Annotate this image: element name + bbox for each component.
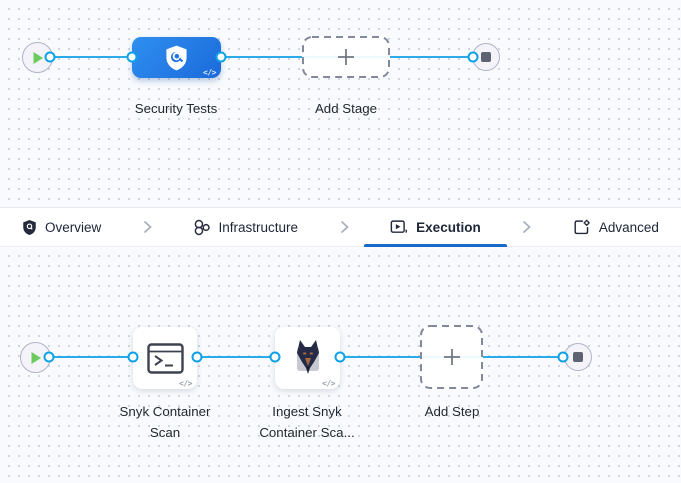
dashed-frame [420, 325, 483, 389]
play-icon [33, 51, 43, 64]
plus-icon [443, 349, 460, 365]
connector-ring [44, 51, 56, 63]
connector-ring [126, 51, 138, 63]
add-step-button[interactable] [420, 325, 483, 389]
tab-label: Infrastructure [218, 219, 298, 235]
stop-icon [481, 52, 491, 62]
stage-node-security-tests[interactable]: </> [132, 37, 221, 78]
stage-label: Security Tests [134, 101, 218, 116]
step-node-snyk-container-scan[interactable]: </> [133, 327, 197, 389]
snyk-dog-icon [292, 338, 324, 378]
execution-step-canvas: </> Snyk Container Scan </> Ingest Snyk … [0, 247, 681, 483]
tab-label: Execution [416, 219, 481, 235]
code-badge: </> [203, 68, 216, 77]
tab-infrastructure[interactable]: Infrastructure [167, 208, 324, 246]
stop-icon [573, 352, 583, 362]
play-icon [31, 351, 41, 364]
plus-icon [338, 49, 354, 65]
step-label: Ingest Snyk Container Sca... [259, 404, 355, 441]
stage-tab-bar: Overview Infrastructure [0, 207, 681, 247]
code-badge: </> [322, 379, 335, 388]
connector-ring [191, 351, 203, 363]
connector-ring [215, 51, 227, 63]
security-shield-icon [163, 44, 190, 72]
tab-execution[interactable]: Execution [364, 208, 507, 247]
connector-ring [127, 351, 139, 363]
execution-end-node [564, 343, 592, 371]
dashed-frame [302, 36, 390, 78]
advanced-icon [573, 219, 591, 236]
step-node-ingest-snyk[interactable]: </> [275, 327, 340, 389]
add-stage-button[interactable] [302, 36, 390, 78]
terminal-icon [146, 342, 184, 374]
stage-canvas: </> Security Tests Add Stage [0, 0, 681, 207]
tab-overview[interactable]: Overview [0, 208, 127, 246]
connector-ring [557, 351, 569, 363]
stage-connector-line [50, 56, 473, 58]
add-stage-label: Add Stage [314, 101, 378, 116]
chevron-right-icon [143, 220, 152, 234]
tab-label: Advanced [598, 219, 659, 235]
tab-label: Overview [45, 219, 102, 235]
infrastructure-icon [193, 219, 211, 236]
chevron-right-icon [340, 220, 349, 234]
tab-advanced[interactable]: Advanced [547, 208, 681, 246]
add-step-label: Add Step [424, 404, 480, 419]
connector-ring [269, 351, 281, 363]
execution-icon [390, 219, 408, 236]
step-label: Snyk Container Scan [119, 404, 211, 441]
connector-ring [467, 51, 479, 63]
code-badge: </> [179, 379, 192, 388]
connector-ring [334, 351, 346, 363]
chevron-right-icon [522, 220, 532, 234]
shield-icon [22, 219, 37, 236]
connector-ring [43, 351, 55, 363]
